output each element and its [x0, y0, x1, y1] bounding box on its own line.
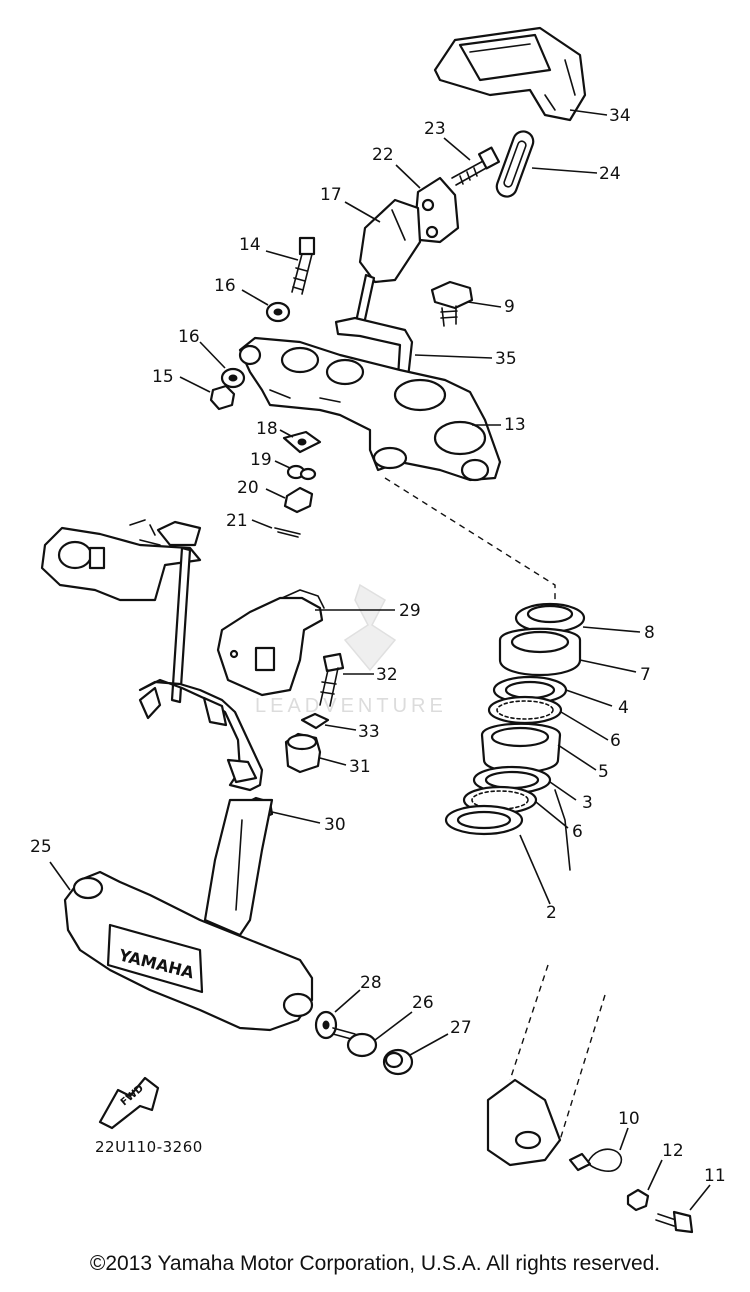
callout-15: 15 [152, 367, 174, 387]
part-headlight-stay [40, 519, 264, 792]
part-bolt-32 [319, 652, 345, 707]
leader-lines [49, 109, 711, 1211]
part-bolt-11 [655, 1210, 694, 1234]
callout-31: 31 [349, 757, 371, 777]
callout-10: 10 [618, 1109, 640, 1129]
axis-line-mid [554, 789, 571, 871]
callout-12: 12 [662, 1141, 684, 1161]
callout-33: 33 [358, 722, 380, 742]
callout-24: 24 [599, 164, 621, 184]
callout-7: 7 [640, 665, 651, 685]
part-bolt-23 [451, 146, 501, 186]
part-headlight-cover [433, 26, 587, 122]
watermark-logo: LEADVENTURE [255, 583, 447, 717]
callout-2: 2 [546, 903, 557, 923]
part-clip-10 [568, 1148, 623, 1172]
callout-18: 18 [256, 419, 278, 439]
callout-6b: 6 [572, 822, 583, 842]
diagram-code: 22U110-3260 [95, 1138, 203, 1156]
part-upper-bracket-13 [238, 336, 502, 482]
part-bracket-22 [414, 176, 460, 244]
part-washer-16b [220, 367, 246, 389]
callout-6a: 6 [610, 731, 621, 751]
part-bracket-29 [216, 589, 325, 697]
part-washer-28 [314, 1010, 338, 1040]
part-washer-19 [286, 464, 317, 481]
callout-21: 21 [226, 511, 248, 531]
callout-25: 25 [30, 837, 52, 857]
callout-23: 23 [424, 119, 446, 139]
callout-35: 35 [495, 349, 517, 369]
part-washer-12 [626, 1188, 650, 1212]
part-under-bracket-25: YAMAHA [63, 798, 314, 1032]
part-bolt-26 [332, 1027, 378, 1058]
part-cover-7 [498, 627, 582, 676]
callout-16a: 16 [214, 276, 236, 296]
part-washer-33 [300, 712, 330, 730]
callout-8: 8 [644, 623, 655, 643]
copyright-notice: ©2013 Yamaha Motor Corporation, U.S.A. A… [89, 1252, 661, 1275]
callout-26: 26 [412, 993, 434, 1013]
part-damper-31 [284, 732, 322, 774]
callout-22: 22 [372, 145, 394, 165]
part-bolt-14 [291, 236, 316, 295]
callout-3: 3 [582, 793, 593, 813]
part-cap-27 [382, 1048, 414, 1076]
callout-19: 19 [250, 450, 272, 470]
callout-5: 5 [598, 762, 609, 782]
part-collar-20 [283, 486, 314, 514]
callout-27: 27 [450, 1018, 472, 1038]
callout-34: 34 [609, 106, 631, 126]
fwd-arrow-icon: FWD [98, 1076, 160, 1130]
part-washer-16a [265, 301, 291, 323]
callout-4: 4 [618, 698, 629, 718]
part-bolt-9 [430, 280, 474, 327]
callout-20: 20 [237, 478, 259, 498]
callout-30: 30 [324, 815, 346, 835]
callout-11: 11 [704, 1166, 726, 1186]
callout-13: 13 [504, 415, 526, 435]
part-bearing-race-5 [480, 722, 562, 774]
callout-labels: 34 23 24 22 17 14 9 16 16 35 15 13 18 19… [30, 106, 726, 1186]
callout-29: 29 [399, 601, 421, 621]
callout-16b: 16 [178, 327, 200, 347]
part-plate-24 [495, 130, 535, 198]
watermark-text: LEADVENTURE [255, 695, 447, 717]
part-nut-15 [209, 384, 236, 411]
part-bearing-6a [487, 695, 563, 725]
callout-32: 32 [376, 665, 398, 685]
part-fork-leg [486, 964, 606, 1167]
axis-line-upper [384, 477, 556, 610]
callout-17: 17 [320, 185, 342, 205]
callout-14: 14 [239, 235, 261, 255]
part-seal-2 [444, 804, 524, 836]
part-holder-17 [354, 198, 422, 326]
callout-28: 28 [360, 973, 382, 993]
part-pin-21 [274, 527, 301, 538]
callout-9: 9 [504, 297, 515, 317]
part-ring-nut-8 [514, 602, 586, 634]
